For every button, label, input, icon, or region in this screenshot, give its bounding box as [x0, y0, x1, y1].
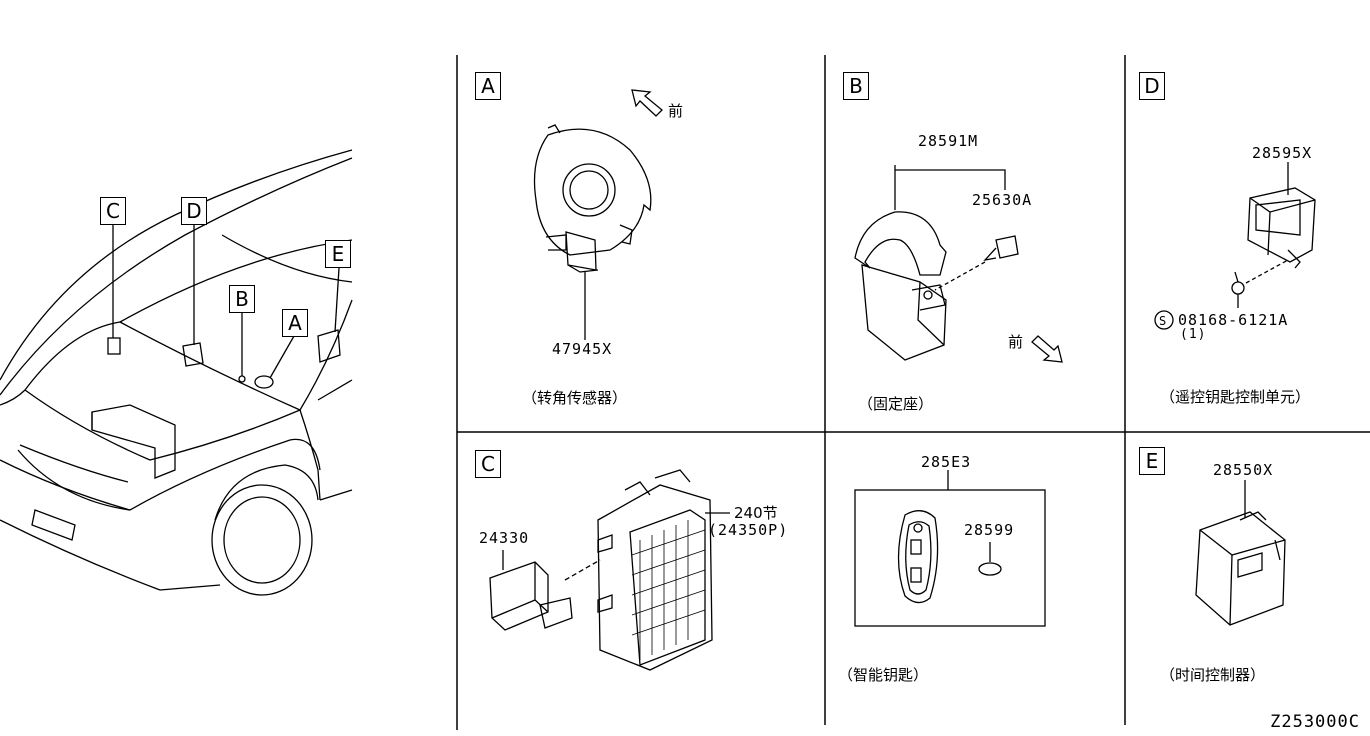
panel-b-label: B	[843, 72, 869, 100]
remote-control-unit-drawing	[1154, 162, 1316, 330]
screw-symbol: S	[1159, 314, 1168, 328]
panel-b-caption: （固定座）	[858, 395, 934, 413]
part-28550x-label: 28550X	[1213, 461, 1274, 479]
panel-d-caption: （遥控钥匙控制单元）	[1160, 388, 1311, 406]
part-28591m-label: 28591M	[918, 132, 979, 150]
panel-a-caption: （转角传感器）	[522, 389, 628, 407]
panel-c-label: C	[475, 450, 501, 478]
steering-angle-sensor-drawing	[533, 89, 663, 340]
part-24330-label: 24330	[479, 529, 530, 547]
panel-key-caption: （智能钥匙）	[838, 666, 929, 684]
car-drawing	[0, 149, 353, 596]
panel-a-front-text: 前	[668, 102, 684, 120]
panel-e-label: E	[1139, 447, 1165, 475]
relay-and-fuse-block-drawing	[489, 469, 730, 671]
part-24350p-label: (24350P)	[708, 521, 789, 539]
part-28595x-label: 28595X	[1252, 144, 1313, 162]
car-callout-d: D	[181, 197, 207, 225]
intelligent-key-drawing	[854, 470, 1046, 627]
screw-qty-label: (1)	[1180, 327, 1207, 342]
car-callout-c: C	[100, 197, 126, 225]
car-callout-b: B	[229, 285, 255, 313]
panel-d-label: D	[1139, 72, 1165, 100]
panel-a-label: A	[475, 72, 501, 100]
panel-e-caption: （时间控制器）	[1160, 666, 1266, 684]
part-285e3-label: 285E3	[921, 453, 972, 471]
part-25630a-label: 25630A	[972, 191, 1033, 209]
time-control-unit-drawing	[1195, 480, 1286, 626]
bracket-drawing	[854, 165, 1063, 363]
car-callout-e: E	[325, 240, 351, 268]
part-28599-label: 28599	[964, 521, 1015, 539]
part-47945x-label: 47945X	[552, 340, 613, 358]
car-callout-a: A	[282, 309, 308, 337]
panel-b-front-text: 前	[1008, 333, 1024, 351]
part-240-label: 240节	[734, 504, 778, 522]
diagram-reference-code: Z253000C	[1270, 712, 1360, 732]
part-08168-6121a-label: 08168-6121A	[1178, 311, 1289, 329]
